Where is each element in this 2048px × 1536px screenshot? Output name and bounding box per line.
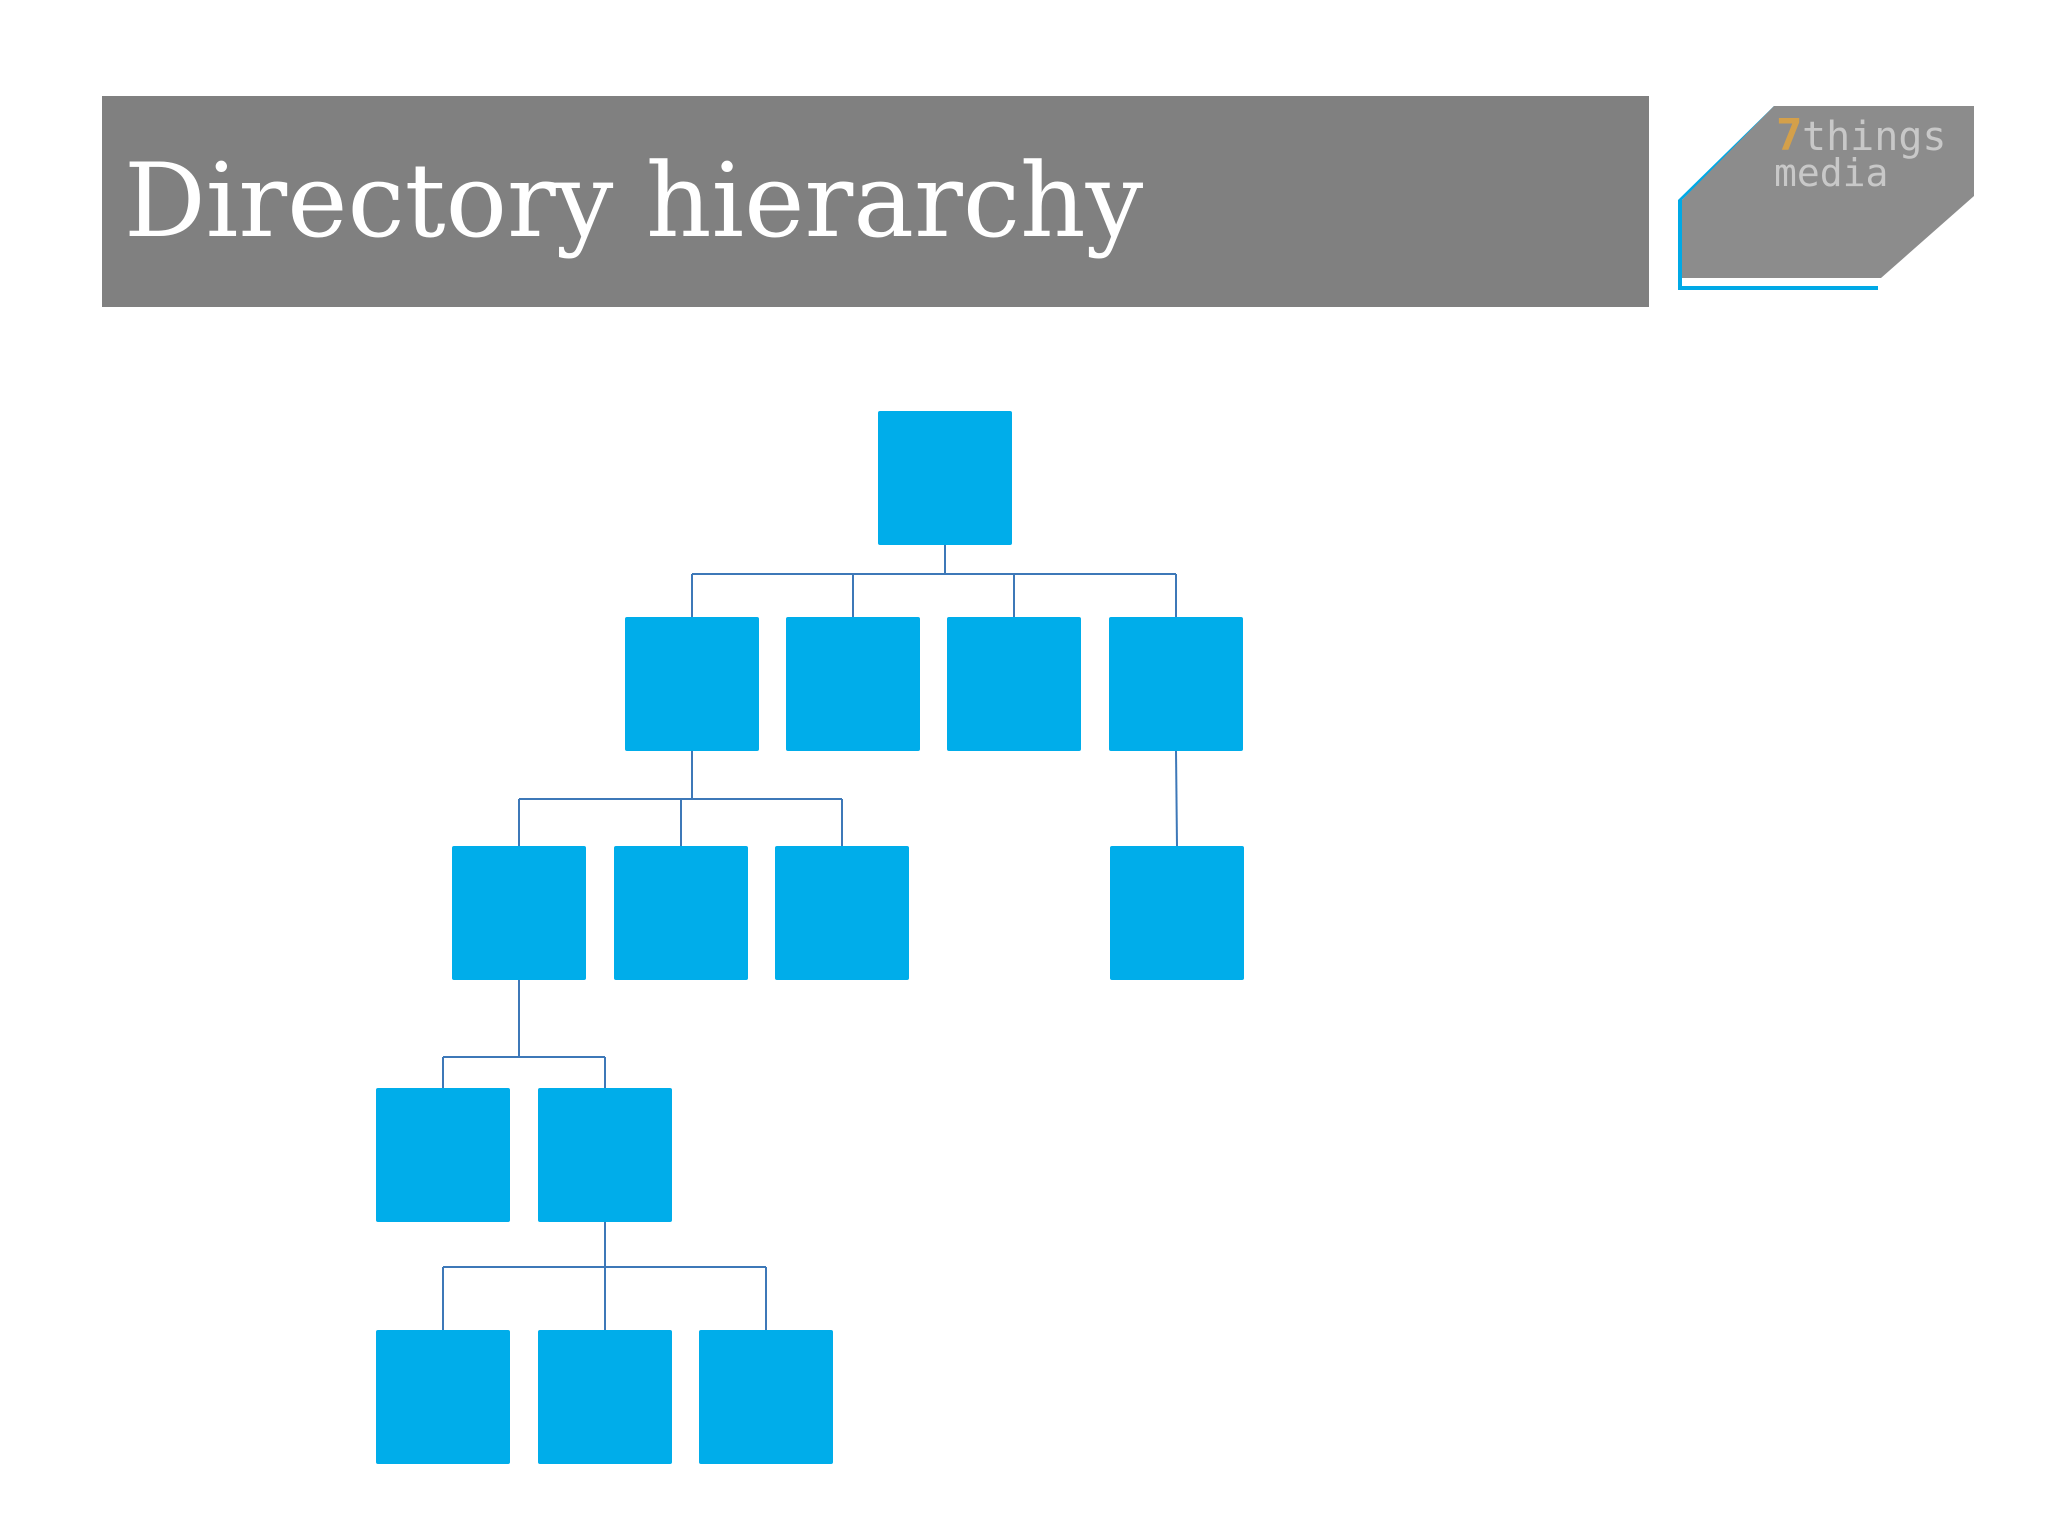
tree-node-box xyxy=(625,617,759,751)
logo-accent-bottom xyxy=(1678,286,1878,290)
tree-node-box xyxy=(786,617,920,751)
logo-word-media: media xyxy=(1774,151,1888,195)
tree-node-box xyxy=(947,617,1081,751)
logo-plate xyxy=(1682,106,1974,278)
tree-connector xyxy=(1175,750,1178,847)
tree-node-box xyxy=(878,411,1012,545)
tree-node-box xyxy=(538,1088,672,1222)
tree-node-box xyxy=(376,1330,510,1464)
tree-node-box xyxy=(1110,846,1244,980)
tree-node-box xyxy=(1109,617,1243,751)
tree-node-box xyxy=(699,1330,833,1464)
tree-node-box xyxy=(614,846,748,980)
tree-node-box xyxy=(376,1088,510,1222)
tree-node-box xyxy=(538,1330,672,1464)
company-logo: 7 things media xyxy=(1678,106,1974,290)
slide-title: Directory hierarchy xyxy=(124,142,1144,261)
title-bar: Directory hierarchy xyxy=(102,96,1649,307)
tree-node-box xyxy=(775,846,909,980)
tree-node-box xyxy=(452,846,586,980)
logo-number: 7 xyxy=(1776,110,1803,161)
logo-word-things: things xyxy=(1802,114,1947,160)
